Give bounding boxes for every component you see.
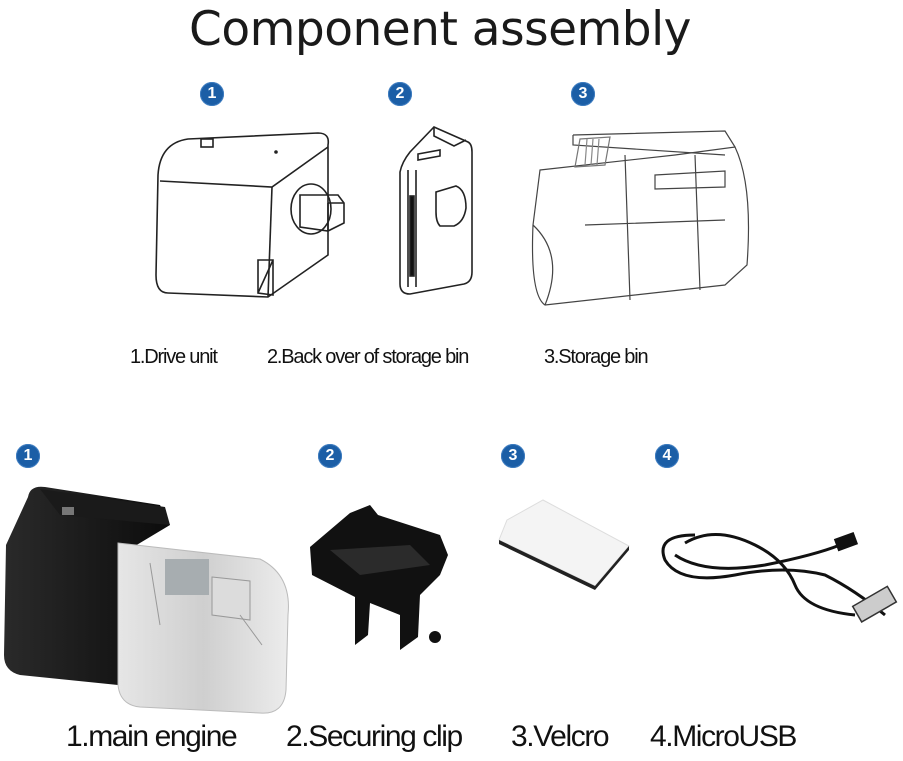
back-cover-drawing (399, 126, 473, 295)
page-title: Component assembly (189, 2, 692, 57)
velcro-photo (498, 499, 630, 590)
number-badge: 2 (318, 444, 342, 468)
component-label: 4.MicroUSB (650, 720, 797, 753)
component-label: 3.Velcro (511, 720, 610, 753)
number-badge: 1 (16, 444, 40, 468)
drive-unit-drawing (155, 132, 345, 298)
usb-cable-photo (661, 531, 898, 623)
number-badge: 1 (200, 82, 224, 106)
feeder-photo (4, 486, 289, 714)
number-badge: 3 (501, 444, 525, 468)
number-badge: 4 (655, 444, 679, 468)
number-badge: 2 (388, 82, 412, 106)
number-badge: 3 (571, 82, 595, 106)
component-label: 3.Storage bin (544, 346, 649, 368)
component-label: 1.Drive unit (130, 346, 218, 368)
clip-photo (310, 505, 448, 650)
component-label: 2.Back over of storage bin (267, 346, 469, 368)
component-label: 1.main engine (66, 720, 238, 753)
storage-bin-drawing (531, 130, 750, 306)
component-label: 2.Securing clip (286, 720, 463, 753)
